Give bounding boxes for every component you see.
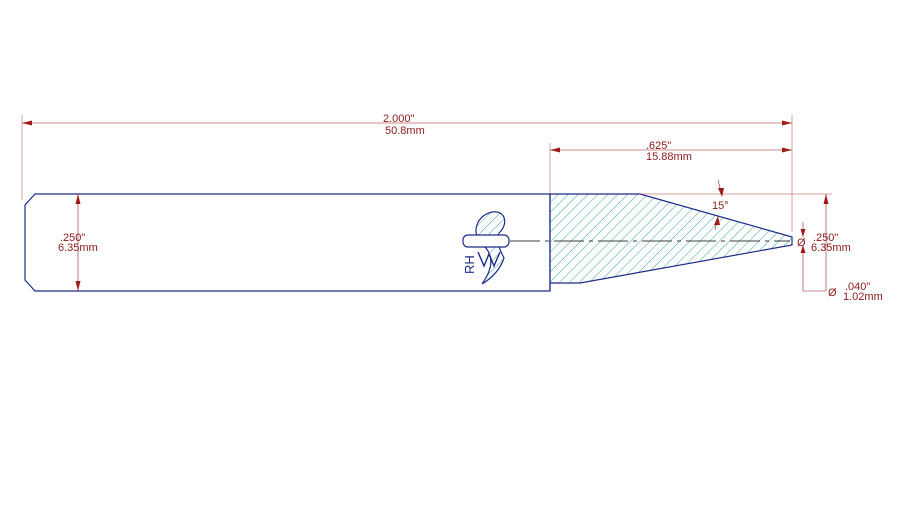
tip-diameter-symbol: Ø xyxy=(828,287,837,299)
taper-length-dimension: .625" 15.88mm xyxy=(549,140,792,194)
tip-diameter-mm: 1.02mm xyxy=(843,291,883,303)
taper-length-mm: 15.88mm xyxy=(646,151,692,163)
tip-diameter-inch: .040" xyxy=(845,281,870,293)
logo-pin xyxy=(462,234,510,248)
body-diameter-mm: 6.35mm xyxy=(811,242,851,254)
taper-angle-dimension: 15° xyxy=(712,179,729,231)
overall-length-mm: 50.8mm xyxy=(385,125,425,137)
shank-diameter-dimension: .250" 6.35mm xyxy=(58,194,98,291)
logo-swirl xyxy=(475,211,506,285)
shank-diameter-inch: .250" xyxy=(60,232,85,244)
part-outline xyxy=(24,193,793,292)
overall-length-inch: 2.000" xyxy=(383,113,415,125)
body-diameter-inch: .250" xyxy=(813,232,838,244)
body-diameter-symbol: Ø xyxy=(797,237,806,249)
rh-logo: RH xyxy=(462,211,510,285)
tip-diameter-dimension: Ø .040" 1.02mm xyxy=(800,222,883,303)
body-diameter-dimension: Ø .250" 6.35mm xyxy=(640,193,851,291)
hatched-section xyxy=(549,193,793,284)
logo-text: RH xyxy=(462,255,477,274)
taper-angle-label: 15° xyxy=(712,200,729,212)
shank-diameter-mm: 6.35mm xyxy=(58,242,98,254)
taper-length-inch: .625" xyxy=(646,140,671,152)
logo-w-arrow xyxy=(477,251,501,268)
overall-length-dimension: 2.000" 50.8mm xyxy=(21,113,793,232)
